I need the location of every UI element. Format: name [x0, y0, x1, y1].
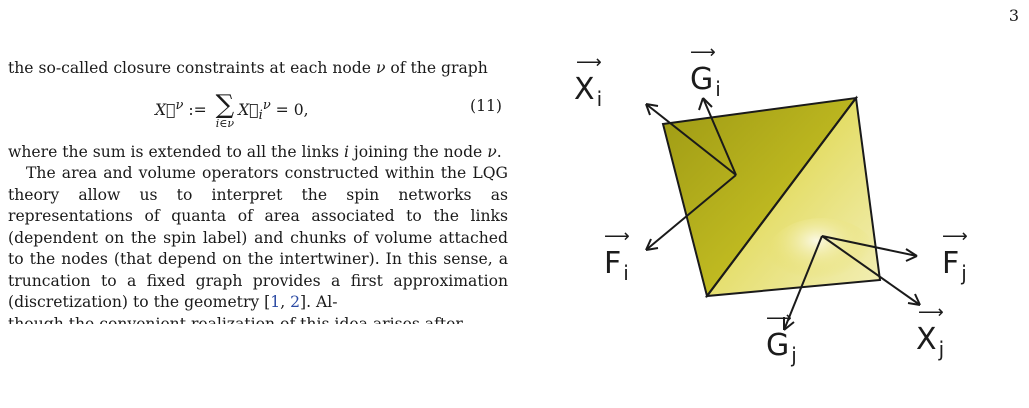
eq-term-sup: ν	[262, 97, 271, 113]
arrow-xi	[645, 103, 737, 176]
arrow-gj	[783, 235, 823, 331]
eq-sum: ∑i∈ν	[215, 89, 235, 130]
label-gj: ⟶ Gj	[766, 308, 799, 367]
face-highlight	[767, 218, 877, 294]
arrow-gi	[702, 97, 737, 176]
label-fi-sub: i	[623, 261, 631, 285]
arrow-xi-head	[645, 103, 659, 116]
eq-lhs-sup: ν	[175, 97, 184, 113]
paragraph-closure-intro: the so-called closure constraints at eac…	[8, 58, 508, 80]
tetrahedron-drawing	[645, 95, 921, 331]
paragraph-sum-explanation: where the sum is extended to all the lin…	[8, 142, 508, 164]
citation-link[interactable]: 1	[270, 293, 281, 311]
paragraph-text: joining the node	[348, 142, 488, 161]
arrow-xj	[821, 235, 921, 306]
label-fi-text: F	[604, 246, 624, 281]
tetrahedron-diagonal-edge	[706, 97, 857, 297]
arrow-fi	[645, 174, 737, 251]
label-gi: ⟶ Gi	[690, 42, 723, 101]
eq-lhs: X⃗	[155, 100, 176, 119]
eq-term-sub: i	[258, 107, 263, 123]
cut-off-line: though the convenient realization of thi…	[8, 314, 463, 324]
paragraph-text: of the graph	[385, 59, 488, 77]
label-fj-text: F	[942, 246, 962, 281]
citation-separator: ,	[280, 293, 291, 311]
math-i: i	[343, 142, 349, 161]
label-fj: ⟶ Fj	[942, 226, 970, 285]
paragraph-text: the so-called closure constraints at eac…	[8, 59, 376, 77]
tetrahedron-figure: ⟶ Xi ⟶ Gi ⟶ Fi ⟶ Fj ⟶ Gj ⟶ Xj	[560, 42, 1020, 404]
label-gi-sub: i	[715, 77, 723, 101]
eq-rhs: = 0,	[270, 100, 309, 119]
label-fj-sub: j	[961, 261, 969, 285]
math-nu: ν	[487, 142, 497, 161]
label-xi-text: X	[574, 72, 597, 107]
equation-number: (11)	[469, 96, 502, 115]
label-gj-sub: j	[791, 343, 799, 367]
arrow-gj-head	[783, 317, 795, 331]
paragraph-text: ]. Al-	[300, 293, 338, 311]
label-gi-text: G	[690, 62, 716, 97]
paragraph-text: where the sum is extended to all the lin…	[8, 142, 344, 161]
label-xj: ⟶ Xj	[916, 302, 947, 361]
arrow-fj	[821, 235, 918, 257]
eq-assign: :=	[183, 100, 212, 119]
arrow-gi-head	[698, 97, 713, 111]
eq-sum-sub: i∈ν	[215, 116, 235, 130]
label-xj-text: X	[916, 322, 939, 357]
text-column: the so-called closure constraints at eac…	[8, 58, 508, 324]
label-gj-text: G	[766, 328, 792, 363]
page-number: 3	[1008, 6, 1019, 25]
label-xi: ⟶ Xi	[574, 52, 605, 111]
math-nu: ν	[375, 59, 386, 77]
label-xj-sub: j	[938, 337, 947, 361]
arrow-xj-head	[907, 293, 921, 306]
citation-link[interactable]: 2	[290, 293, 301, 311]
paragraph-text: .	[496, 142, 502, 161]
arrow-fi-head	[645, 238, 659, 251]
paragraph-area-volume: The area and volume operators constructe…	[8, 163, 508, 314]
eq-term: X⃗	[238, 100, 259, 119]
paragraph-text: The area and volume operators constructe…	[8, 164, 508, 311]
label-fi: ⟶ Fi	[604, 226, 632, 285]
label-xi-sub: i	[596, 87, 605, 111]
arrow-fj-head	[905, 248, 918, 262]
